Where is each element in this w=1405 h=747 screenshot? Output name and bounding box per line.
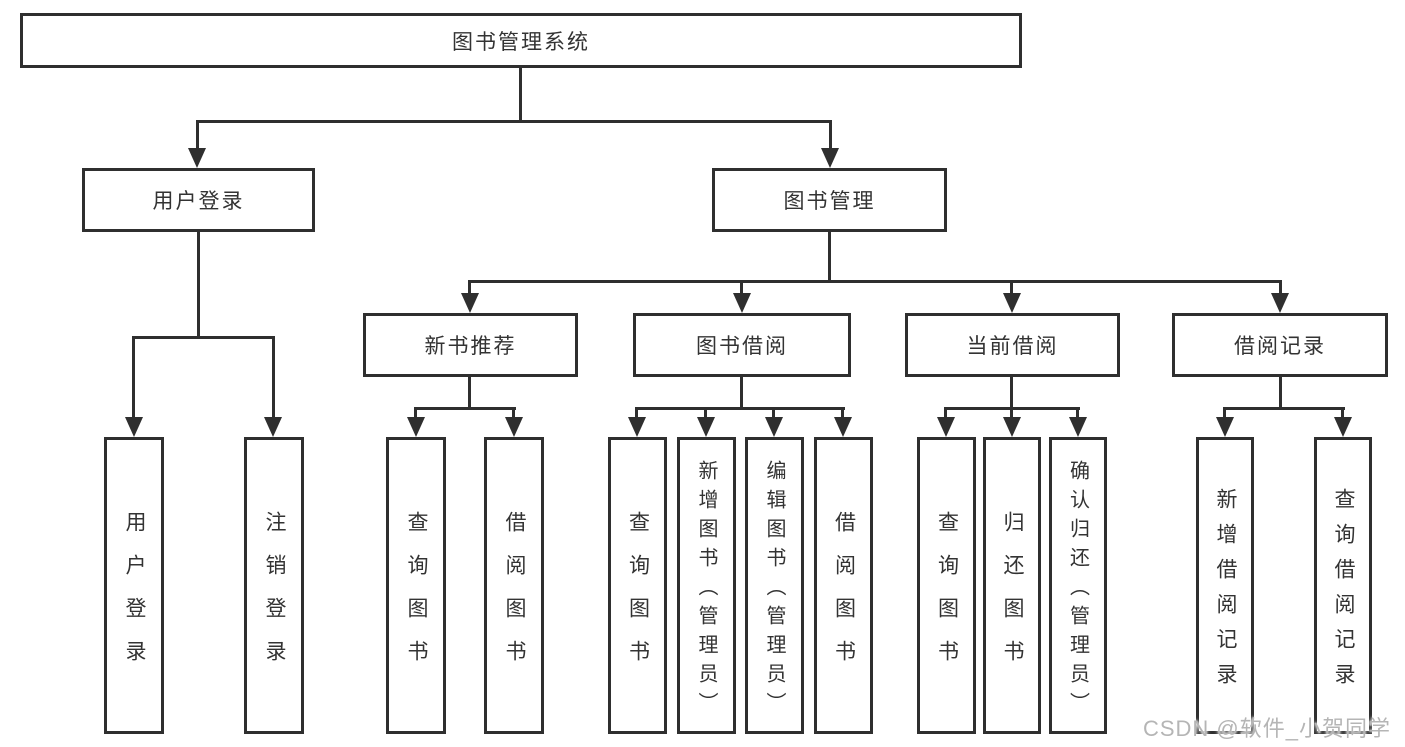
arrowhead-down-icon (821, 148, 839, 168)
arrowhead-down-icon (937, 417, 955, 437)
line (468, 377, 471, 407)
node-book-management: 图书管理 (712, 168, 947, 232)
leaf-add-books-admin: 新增图书（管理员） (677, 437, 736, 734)
csdn-watermark: CSDN @软件_小贺同学 (1142, 716, 1391, 741)
leaf-query-books-recommend: 查询图书 (386, 437, 446, 734)
line (829, 120, 832, 148)
line (1010, 407, 1013, 417)
line (635, 407, 638, 417)
line (635, 407, 845, 410)
node-root-book-management-system: 图书管理系统 (20, 13, 1022, 68)
leaf-edit-books-admin: 编辑图书（管理员） (745, 437, 804, 734)
arrowhead-down-icon (1069, 417, 1087, 437)
arrowhead-down-icon (697, 417, 715, 437)
arrowhead-down-icon (834, 417, 852, 437)
line (841, 407, 844, 417)
node-new-book-recommend: 新书推荐 (363, 313, 578, 377)
arrowhead-down-icon (733, 293, 751, 313)
line (772, 407, 775, 417)
leaf-borrow-books: 借阅图书 (814, 437, 873, 734)
line (1076, 407, 1079, 417)
node-borrow-records: 借阅记录 (1172, 313, 1388, 377)
arrowhead-down-icon (407, 417, 425, 437)
line (414, 407, 417, 417)
line (196, 120, 832, 123)
line (414, 407, 516, 410)
arrowhead-down-icon (765, 417, 783, 437)
arrowhead-down-icon (1003, 293, 1021, 313)
line (704, 407, 707, 417)
line (1223, 407, 1345, 410)
line (1341, 407, 1344, 417)
node-current-borrow: 当前借阅 (905, 313, 1120, 377)
line (740, 280, 743, 293)
leaf-query-books-current: 查询图书 (917, 437, 976, 734)
arrowhead-down-icon (1334, 417, 1352, 437)
line (132, 336, 135, 417)
line (468, 280, 471, 293)
line (1010, 377, 1013, 407)
leaf-logout: 注销登录 (244, 437, 304, 734)
line (1279, 280, 1282, 293)
leaf-query-books-borrow: 查询图书 (608, 437, 667, 734)
arrowhead-down-icon (188, 148, 206, 168)
arrowhead-down-icon (461, 293, 479, 313)
line (519, 68, 522, 120)
line (196, 120, 199, 148)
line (512, 407, 515, 417)
leaf-user-login: 用户登录 (104, 437, 164, 734)
arrowhead-down-icon (505, 417, 523, 437)
arrowhead-down-icon (125, 417, 143, 437)
leaf-query-borrow-record: 查询借阅记录 (1314, 437, 1372, 734)
arrowhead-down-icon (1003, 417, 1021, 437)
line (1010, 280, 1013, 293)
line (740, 377, 743, 407)
line (828, 232, 831, 280)
line (197, 232, 200, 336)
line (132, 336, 275, 339)
arrowhead-down-icon (264, 417, 282, 437)
leaf-add-borrow-record: 新增借阅记录 (1196, 437, 1254, 734)
line (944, 407, 947, 417)
line (272, 336, 275, 417)
line (468, 280, 1282, 283)
node-user-login: 用户登录 (82, 168, 315, 232)
arrowhead-down-icon (628, 417, 646, 437)
leaf-return-books: 归还图书 (983, 437, 1041, 734)
line (1279, 377, 1282, 407)
leaf-borrow-books-recommend: 借阅图书 (484, 437, 544, 734)
arrowhead-down-icon (1216, 417, 1234, 437)
arrowhead-down-icon (1271, 293, 1289, 313)
line (1223, 407, 1226, 417)
leaf-confirm-return-admin: 确认归还（管理员） (1049, 437, 1107, 734)
node-book-borrow: 图书借阅 (633, 313, 851, 377)
